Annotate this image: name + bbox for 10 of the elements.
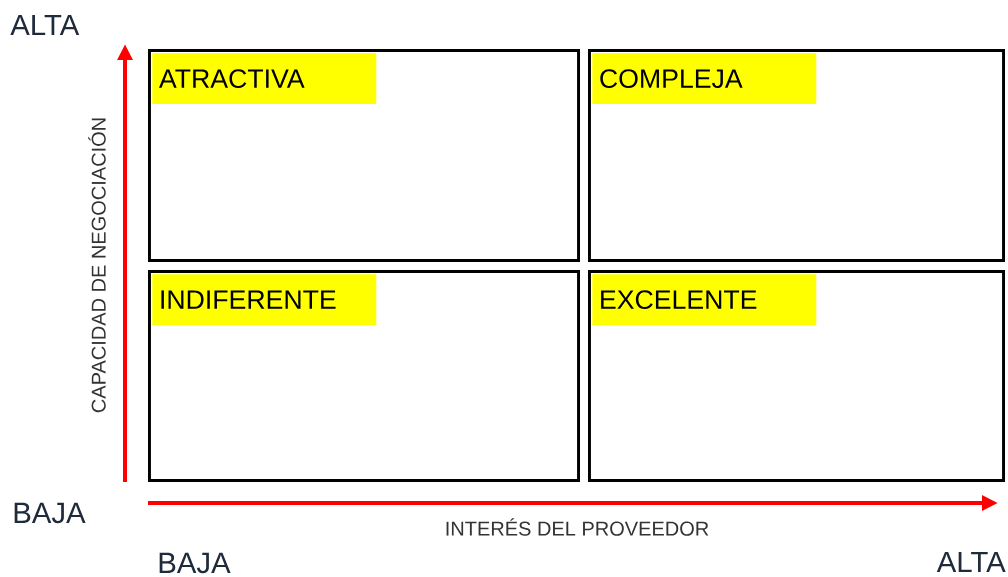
quadrant-box: COMPLEJA <box>588 49 1005 262</box>
quadrant-box: INDIFERENTE <box>148 270 580 482</box>
level-label: ALTA <box>936 551 1006 573</box>
axis-title: INTERÉS DEL PROVEEDOR <box>446 518 709 536</box>
level-label: BAJA <box>159 552 231 574</box>
quadrant-box: EXCELENTE <box>588 270 1005 482</box>
quadrant-box: ATRACTIVA <box>148 49 580 262</box>
axis-title: CAPACIDAD DE NEGOCIACIÓN <box>88 118 106 413</box>
level-label: ALTA <box>10 14 80 36</box>
level-label: BAJA <box>14 502 86 524</box>
